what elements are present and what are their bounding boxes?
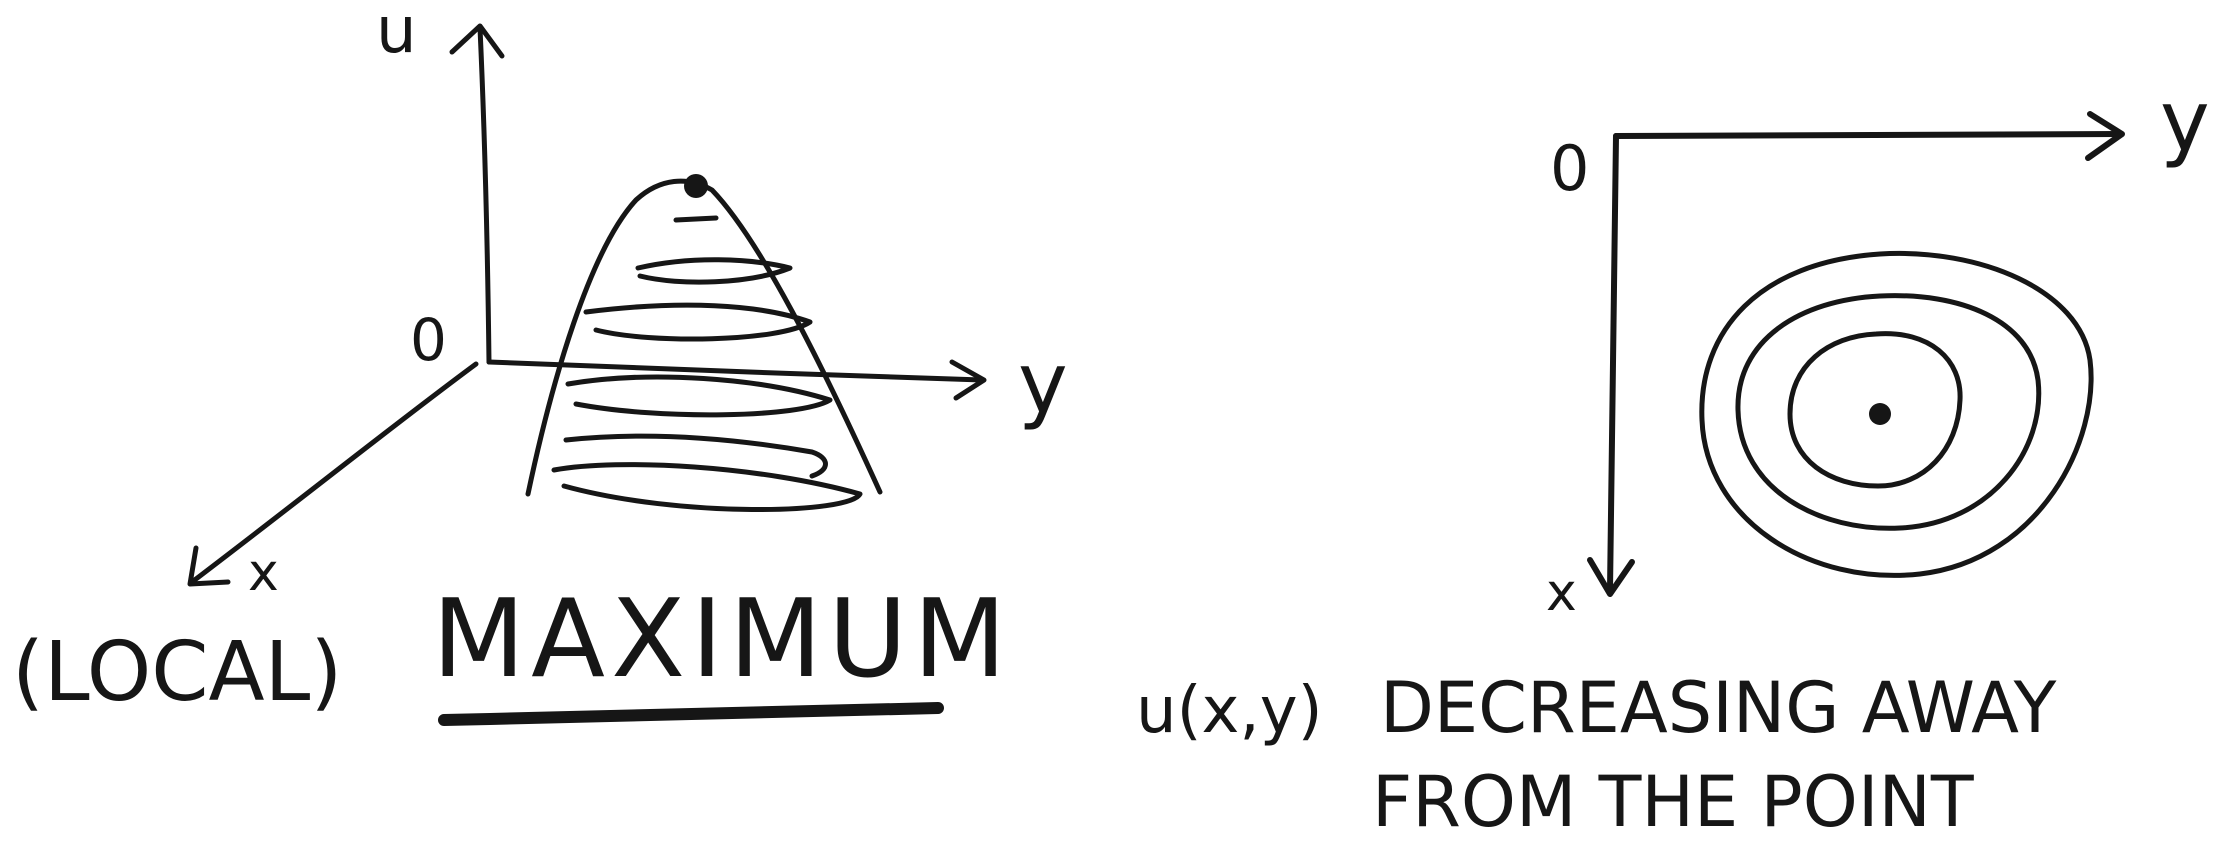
x-axis-left-arrowhead	[187, 545, 231, 587]
x-axis-left	[189, 361, 479, 585]
y-axis-right-arrowhead	[2085, 111, 2125, 161]
y-axis-right-label: y	[2160, 72, 2210, 170]
origin-label-left: 0	[410, 306, 447, 374]
hill-contour-ring	[635, 257, 793, 285]
x-axis-left-label: x	[248, 543, 279, 603]
hill-contour-ring	[583, 302, 813, 342]
hill-peak-point	[684, 174, 708, 198]
hill-contour-ring	[673, 215, 719, 223]
hill-outline	[525, 178, 883, 497]
contour-ring-middle	[1735, 293, 2042, 531]
caption-line-1: DECREASING AWAY	[1380, 667, 2057, 749]
function-label: u(x,y)	[1136, 674, 1323, 748]
local-label: (LOCAL)	[12, 625, 342, 720]
hill-contour-ring	[565, 374, 833, 418]
maximum-point	[1869, 403, 1891, 425]
hill-contour-ring	[563, 433, 828, 479]
contour-ring-inner	[1787, 331, 1963, 489]
x-axis-right	[1607, 133, 1619, 593]
u-axis-label: u	[376, 0, 417, 68]
x-axis-right-arrowhead	[1587, 557, 1635, 597]
y-axis-left	[486, 359, 985, 383]
origin-label-right: 0	[1550, 132, 1589, 205]
maximum-title: MAXIMUM	[432, 577, 1012, 702]
left-figure: u 0 y x (LOCAL) MAXIMUM	[12, 0, 1068, 726]
y-axis-left-arrowhead	[949, 359, 987, 401]
caption-line-2: FROM THE POINT	[1372, 761, 1974, 843]
u-axis	[477, 25, 492, 365]
u-axis-arrowhead	[449, 23, 505, 59]
hill-contour-ring	[551, 462, 863, 512]
y-axis-left-label: y	[1018, 334, 1068, 432]
y-axis-right	[1613, 131, 2123, 139]
contour-ring-outer	[1699, 250, 2094, 578]
maximum-underline	[438, 702, 944, 726]
right-figure: 0 y x u(x,y) DECREASING AWAY FROM THE PO…	[1136, 72, 2210, 843]
x-axis-right-label: x	[1546, 563, 1577, 623]
